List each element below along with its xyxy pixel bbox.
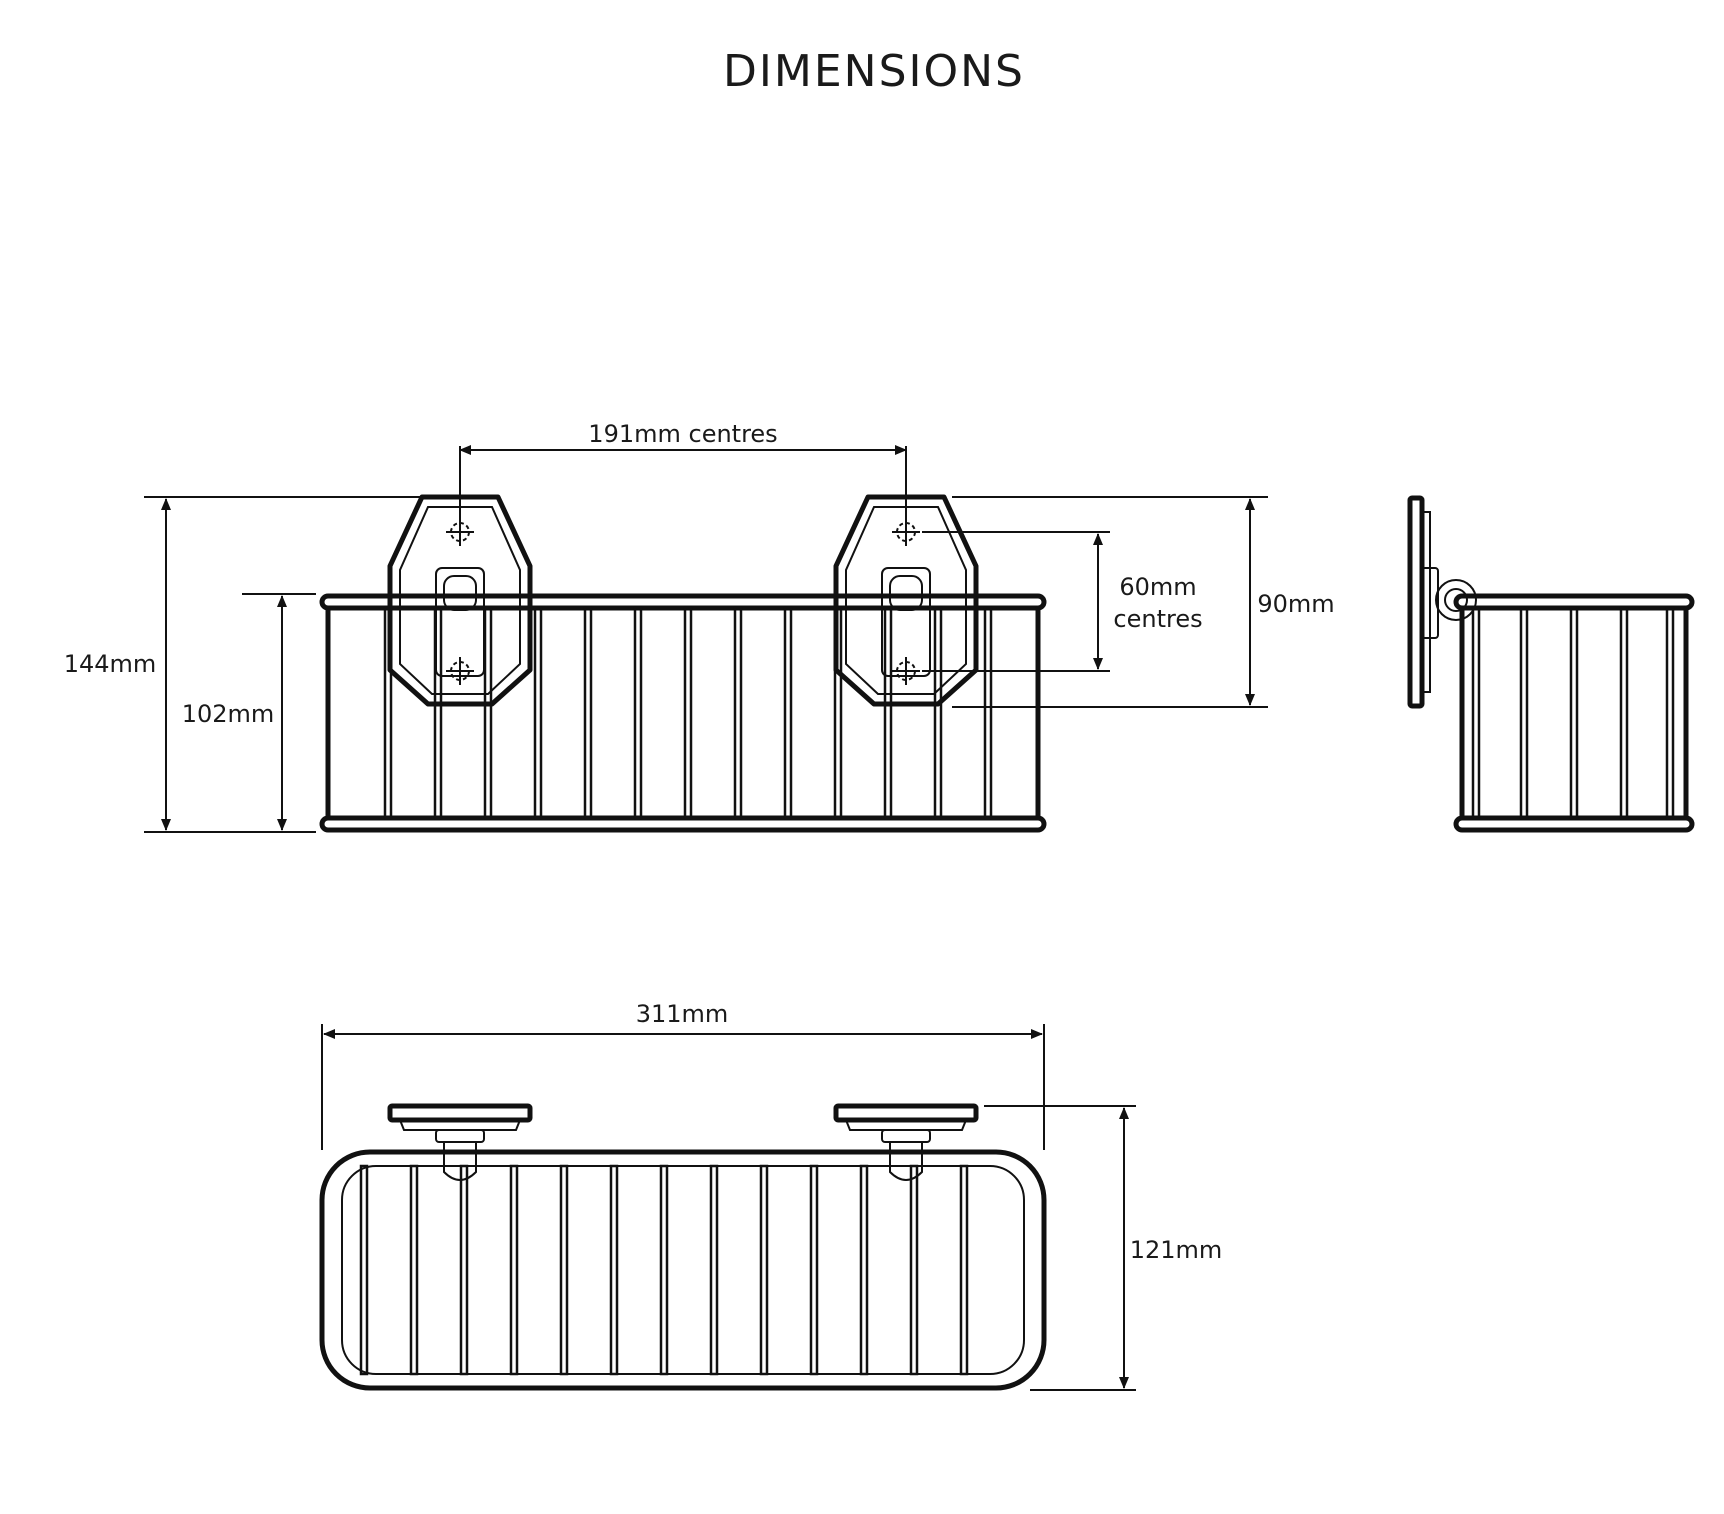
bottom-rail (319, 815, 1047, 833)
dim-backplate-height: 90mm (1257, 590, 1334, 618)
wire-bar (459, 1164, 469, 1376)
wire-bar (409, 1164, 419, 1376)
wire-bar (959, 1164, 969, 1376)
wire-bar (759, 1164, 769, 1376)
wire-bar (633, 606, 643, 820)
page-title: DIMENSIONS (723, 46, 1025, 97)
wire-bar (609, 1164, 619, 1376)
wire-bar (559, 1164, 569, 1376)
screw-hole-icon (891, 656, 921, 686)
screw-hole-icon (891, 517, 921, 547)
dim-fixing-centres-vertical: 60mm (1119, 573, 1196, 601)
front-elevation (319, 494, 1047, 833)
front-dimensions: 191mm centres 144mm 102mm 60mm centres 9… (64, 420, 1335, 833)
dim-overall-width: 311mm (636, 1000, 729, 1028)
plan-right-mount (833, 1103, 979, 1181)
wire-bar (1471, 606, 1481, 820)
wire-bar (933, 606, 943, 820)
side-wire-bars (1471, 606, 1675, 820)
wire-bar (1619, 606, 1629, 820)
plan-dimensions: 311mm 121mm (321, 1000, 1223, 1391)
wire-bar (509, 1164, 519, 1376)
wire-bar (659, 1164, 669, 1376)
wire-bar (1569, 606, 1579, 820)
side-elevation (1407, 495, 1695, 833)
wire-bar (909, 1164, 919, 1376)
wire-bar (359, 1164, 369, 1376)
wire-bar (733, 606, 743, 820)
wire-bar (983, 606, 993, 820)
wire-bar (483, 606, 493, 820)
screw-hole-icon (445, 656, 475, 686)
dim-basket-height: 102mm (182, 700, 275, 728)
wire-bar (533, 606, 543, 820)
plan-basket-inner (341, 1165, 1025, 1375)
wire-bar (809, 1164, 819, 1376)
wire-bar (683, 606, 693, 820)
wire-bar (1519, 606, 1529, 820)
plan-basket-outer (319, 1149, 1047, 1391)
wire-bar (583, 606, 593, 820)
front-wire-bars (383, 606, 993, 820)
wire-bar (833, 606, 843, 820)
wire-bar (1665, 606, 1675, 820)
wire-bar (709, 1164, 719, 1376)
wire-bar (859, 1164, 869, 1376)
dim-fixing-centres-horizontal: 191mm centres (588, 420, 777, 448)
top-rail (319, 593, 1047, 611)
plan-view (319, 1103, 1047, 1391)
wire-bar (783, 606, 793, 820)
wire-bar (383, 606, 393, 820)
plan-wire-bars (359, 1164, 969, 1376)
dim-fixing-centres-vertical-unit: centres (1113, 605, 1202, 633)
dim-overall-height: 144mm (64, 650, 157, 678)
dim-overall-depth: 121mm (1130, 1236, 1223, 1264)
wire-bar (433, 606, 443, 820)
wire-bar (883, 606, 893, 820)
screw-hole-icon (445, 517, 475, 547)
